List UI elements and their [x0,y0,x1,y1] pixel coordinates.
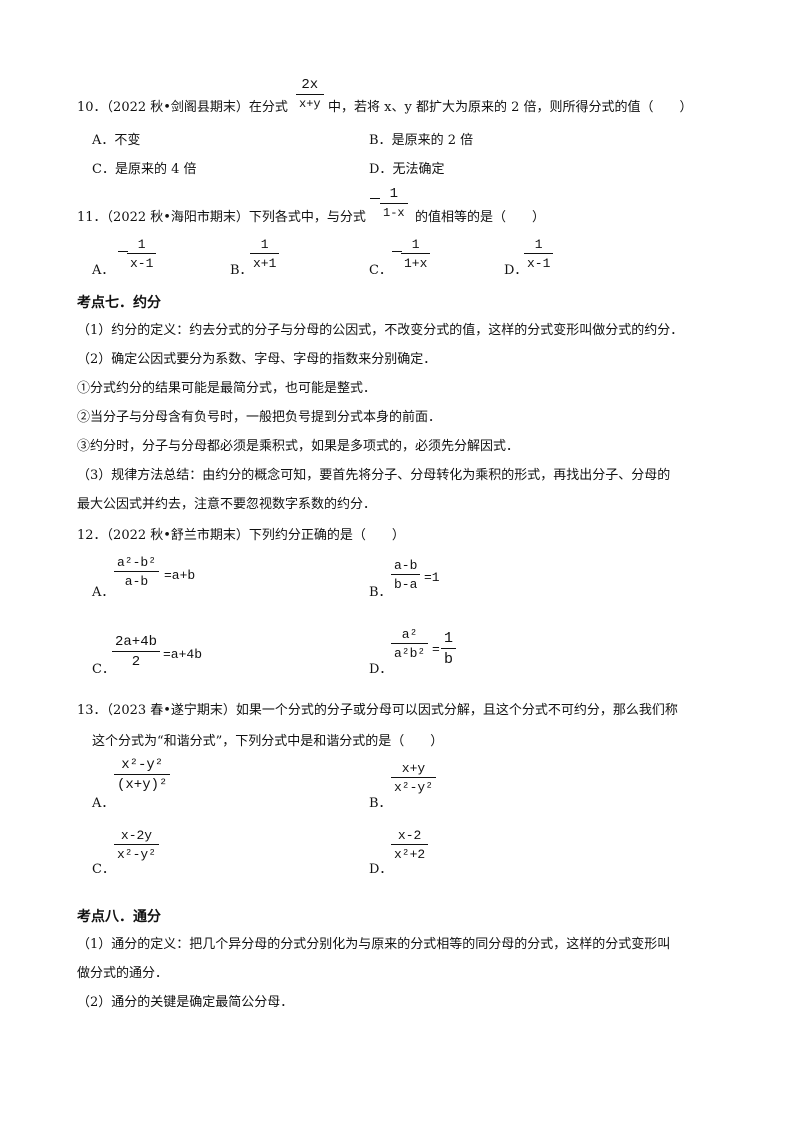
section-7-line: ①分式约分的结果可能是最简分式，也可能是整式． [77,381,377,396]
section-7-line: （2）确定公因式要分为系数、字母、字母的指数来分别确定． [77,352,437,367]
q13-stem-line-2: 这个分式为“和谐分式”，下列分式中是和谐分式的是（ ） [92,734,444,749]
q11-option-c-key[interactable]: C． [369,263,392,278]
q10-option-a[interactable]: A．不变 [92,133,141,148]
q11-option-d-key[interactable]: D． [504,263,528,278]
q11-option-a-neg [118,251,128,252]
q12-option-c-rhs: =a+4b [163,647,203,662]
q13-option-a-key[interactable]: A． [92,796,115,811]
section-7-line: ③约分时，分子与分母都必须是乘积式，如果是多项式的，必须先分解因式． [77,439,520,454]
section-8-title: 考点八．通分 [77,909,161,925]
q13-stem-line-1: 13．（2023 春•遂宁期末）如果一个分式的分子或分母可以因式分解，且这个分式… [77,703,678,718]
q10-option-b[interactable]: B．是原来的 2 倍 [369,133,474,148]
q11-option-b-key[interactable]: B． [230,263,253,278]
section-7-line: 最大公因式并约去，注意不要忽视数字系数的约分． [77,497,377,512]
section-8-line: （2）通分的关键是确定最简公分母． [77,995,294,1010]
q11-fraction: 1 1-x [380,187,408,219]
q11-neg-sign [370,198,380,199]
section-7-title: 考点七．约分 [77,295,161,311]
q12-option-d-key[interactable]: D． [369,662,393,677]
q11-option-a-key[interactable]: A． [92,263,115,278]
section-7-line: ②当分子与分母含有负号时，一般把负号提到分式本身的前面． [77,410,442,425]
q11-suffix: 的值相等的是（ ） [415,210,546,225]
q13-option-b-key[interactable]: B． [369,796,392,811]
q12-option-d-equals: = [432,642,440,657]
section-7-line: （3）规律方法总结：由约分的概念可知，要首先将分子、分母转化为乘积的形式，再找出… [77,468,671,483]
q13-option-c-key[interactable]: C． [92,862,115,877]
q12-option-b-key[interactable]: B． [369,585,392,600]
q10-fraction: 2x x+y [296,78,324,110]
q10-option-d[interactable]: D．无法确定 [369,162,445,177]
q11-option-c-neg [392,251,402,252]
q13-option-a-fraction: x²-y²(x+y)² [114,758,171,792]
q10-suffix: 中，若将 x、y 都扩大为原来的 2 倍，则所得分式的值（ ） [328,100,693,115]
q12-option-b-rhs: =1 [424,570,440,585]
q13-option-d-key[interactable]: D． [369,862,393,877]
q12-option-c-key[interactable]: C． [92,662,115,677]
q12-stem: 12．（2022 秋•舒兰市期末）下列约分正确的是（ ） [77,528,405,543]
q12-option-a-key[interactable]: A． [92,585,115,600]
q11-prefix: 11．（2022 秋•海阳市期末）下列各式中，与分式 [77,210,366,225]
q12-option-a-rhs: =a+b [164,568,196,583]
q10-prefix: 10．（2022 秋•剑阁县期末）在分式 [77,100,288,115]
section-8-line: 做分式的通分． [77,966,169,981]
q10-option-c[interactable]: C．是原来的 4 倍 [92,162,197,177]
section-7-line: （1）约分的定义：约去分式的分子与分母的公因式，不改变分式的值，这样的分式变形叫… [77,323,684,338]
section-8-line: （1）通分的定义：把几个异分母的分式分别化为与原来的分式相等的同分母的分式，这样… [77,937,671,952]
